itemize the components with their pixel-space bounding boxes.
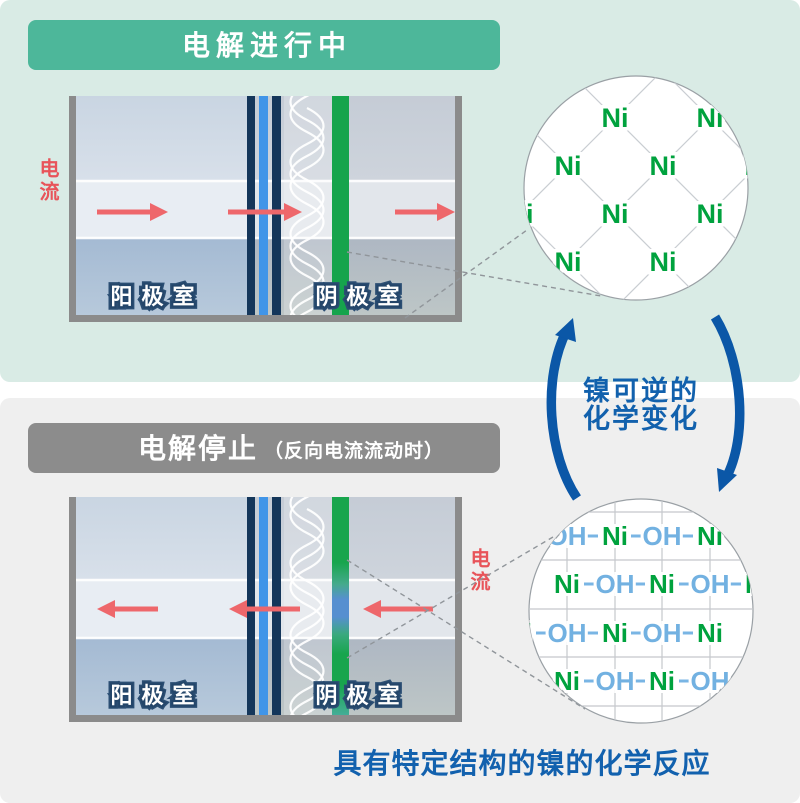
top-cell: 阳极室 阳极室 阴极室 阴极室 电流 xyxy=(36,96,462,322)
top-anode-label-glow: 阳极室 xyxy=(110,284,203,309)
bottom-cathode-label-glow: 阴极室 xyxy=(315,683,408,708)
cell-label: Ni xyxy=(649,666,675,696)
top-cell-border-bottom xyxy=(69,315,462,322)
reversible-cycle: 镍可逆的 化学变化 xyxy=(546,314,745,501)
atom-label: Ni xyxy=(650,151,677,181)
bottom-current-label: 电流 xyxy=(467,548,490,594)
cell-label: Ni xyxy=(554,569,580,599)
top-membrane-navy-2 xyxy=(272,96,281,315)
top-callout-lines xyxy=(346,229,602,319)
bottom-banner: 电解停止 （反向电流流动时） xyxy=(28,423,500,473)
top-cathode-label: 阴极室 xyxy=(315,284,408,309)
bottom-cell-border-left xyxy=(69,497,76,722)
bottom-membrane-blue xyxy=(259,497,268,715)
top-anode-label: 阳极室 xyxy=(110,284,203,309)
top-helix-pattern xyxy=(289,96,325,315)
top-cathode-label-glow: 阴极室 xyxy=(315,284,408,309)
cell-label: OH xyxy=(548,618,587,648)
cycle-annotation-line2: 化学变化 xyxy=(583,403,699,434)
top-circle-outline xyxy=(523,75,749,301)
top-magnifier-circle: Ni Ni Ni Ni Ni Ni Ni Ni Ni Ni xyxy=(523,75,749,301)
bottom-callout-lines xyxy=(346,536,586,710)
top-cathode-upper xyxy=(255,96,455,182)
top-current-arrows xyxy=(97,203,455,221)
cell-label: Ni xyxy=(649,569,675,599)
bottom-cell: 阳极室 阳极室 阴极室 阴极室 电流 xyxy=(69,497,490,722)
cell-label: Ni xyxy=(697,618,723,648)
top-anode-lower xyxy=(76,238,255,315)
bottom-cathode-upper xyxy=(255,497,455,580)
cycle-arrow-down-head xyxy=(717,468,737,492)
bottom-membrane-navy-2 xyxy=(272,497,281,715)
nioh-bonds xyxy=(536,534,741,683)
top-banner-label: 电解进行中 xyxy=(182,29,352,61)
top-banner: 电解进行中 xyxy=(28,20,500,70)
top-banner-box xyxy=(28,20,500,70)
cycle-arrow-up xyxy=(546,327,581,501)
cell-label: OH xyxy=(643,618,682,648)
cycle-arrow-down xyxy=(710,314,745,481)
atom-label: Ni xyxy=(650,247,677,277)
cell-label: OH xyxy=(643,521,682,551)
bottom-circle-outline xyxy=(528,498,754,724)
cell-label: OH xyxy=(691,569,730,599)
cell-label: Ni xyxy=(602,521,628,551)
bottom-anode-upper xyxy=(76,497,255,580)
bottom-magnifier-circle: OH Ni OH Ni Ni OH Ni OH Ni Ni OH Ni OH N… xyxy=(528,498,771,724)
top-membrane-navy-1 xyxy=(247,96,255,315)
cell-label: Ni xyxy=(745,569,771,599)
top-anode-upper xyxy=(76,96,255,182)
top-membrane-blue xyxy=(259,96,268,315)
atom-label: Ni xyxy=(697,199,724,229)
top-cell-border-right xyxy=(455,96,462,322)
bottom-cathode-lower xyxy=(255,638,455,715)
bottom-cell-border-bottom xyxy=(69,715,462,722)
cell-label: OH xyxy=(596,666,635,696)
bottom-cathode-label: 阴极室 xyxy=(315,683,408,708)
atom-label: Ni xyxy=(602,103,629,133)
cycle-annotation-line1: 镍可逆的 xyxy=(583,375,699,406)
top-electrode-green xyxy=(332,96,349,315)
top-cathode-lower xyxy=(255,238,455,315)
bottom-banner-sublabel: （反向电流流动时） xyxy=(264,439,444,462)
top-cell-border-left xyxy=(69,96,76,322)
bottom-banner-box xyxy=(28,423,500,473)
cycle-arrow-up-head xyxy=(555,318,576,342)
atom-label: Ni xyxy=(555,151,582,181)
bottom-caption: 具有特定结构的镍的化学反应 xyxy=(333,747,710,779)
bottom-anode-label-glow: 阳极室 xyxy=(110,683,203,708)
bottom-helix-pattern xyxy=(289,497,325,715)
bottom-anode-label: 阳极室 xyxy=(110,683,203,708)
cell-label: Ni xyxy=(602,618,628,648)
bottom-banner-label: 电解停止 xyxy=(138,432,258,464)
top-current-label: 电流 xyxy=(36,158,59,204)
cell-label: OH xyxy=(596,569,635,599)
atom-label: Ni xyxy=(602,199,629,229)
bottom-anode-lower xyxy=(76,638,255,715)
bottom-cell-border-right xyxy=(455,497,462,722)
bottom-electrode-green xyxy=(332,497,349,715)
bottom-membrane-navy-1 xyxy=(247,497,255,715)
